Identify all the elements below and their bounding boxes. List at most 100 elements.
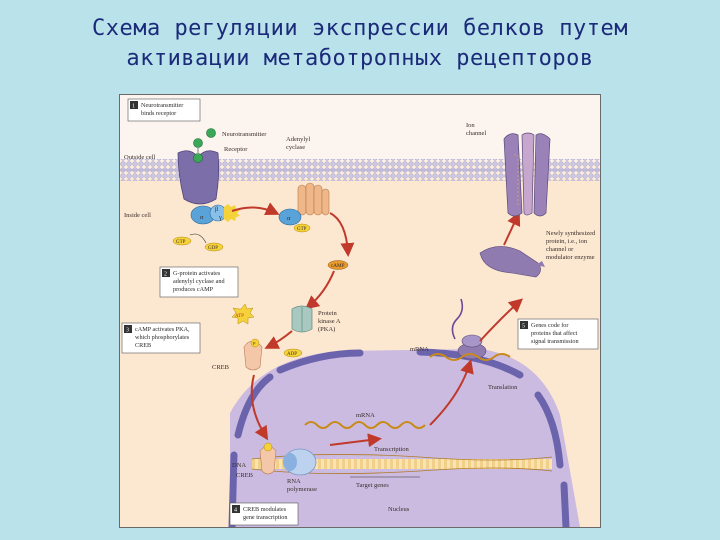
nuclear-mrna bbox=[304, 421, 426, 429]
step-5-number: 5 bbox=[522, 324, 525, 330]
g-protein bbox=[190, 204, 240, 225]
dna-label: DNA bbox=[232, 462, 246, 469]
ion-channel-label-2: channel bbox=[466, 130, 486, 137]
step-5-line-3: signal transmission bbox=[531, 338, 579, 345]
step-box-1: 1 Neurotransmitter binds receptor bbox=[127, 98, 201, 122]
g-alpha-active: α bbox=[278, 208, 302, 226]
nucleus-label: Nucleus bbox=[388, 506, 410, 513]
new-protein-label-4: modulator enzyme bbox=[546, 254, 595, 261]
nuclear-envelope-segment bbox=[560, 481, 570, 527]
adenylyl-cyclase bbox=[297, 182, 330, 216]
step-2-line-1: G-protein activates bbox=[173, 270, 221, 277]
newly-synthesized-protein bbox=[479, 246, 545, 278]
pathway-figure: α β γ GTP GDP α GTP cAMP ATP bbox=[119, 94, 601, 528]
step-3-line-1: cAMP activates PKA, bbox=[135, 326, 190, 333]
step-2-line-2: adenylyl cyclase and bbox=[173, 278, 225, 285]
alpha-subunit-label: α bbox=[200, 214, 204, 221]
adp-badge: ADP bbox=[283, 348, 303, 358]
pka-label-2: kinase A bbox=[318, 318, 341, 325]
camp-to-pka-arrow bbox=[304, 270, 335, 310]
neurotransmitter-bound bbox=[193, 153, 203, 163]
target-genes-label: Target genes bbox=[356, 482, 389, 489]
gtp-badge: GTP bbox=[172, 236, 192, 246]
inside-cell-label: Inside cell bbox=[124, 212, 151, 219]
step-1-number: 1 bbox=[132, 104, 135, 110]
creb-mid-label: CREB bbox=[212, 364, 230, 371]
pka-label-3: (PKA) bbox=[318, 326, 335, 333]
rna-polymerase bbox=[283, 448, 317, 476]
svg-text:ADP: ADP bbox=[287, 352, 297, 357]
adenylyl-label-2: cyclase bbox=[286, 144, 305, 151]
protein-to-membrane-arrow bbox=[503, 211, 521, 246]
creb-bottom-label: CREB bbox=[236, 472, 254, 479]
title-line-2: активации метаботропных рецепторов bbox=[126, 46, 594, 71]
step-4-line-1: CREB modulates bbox=[243, 506, 287, 513]
mrna-nucleus-label: mRNA bbox=[356, 412, 375, 419]
adenylyl-label-1: Adenylyl bbox=[286, 136, 310, 143]
step-5-line-1: Genes code for bbox=[531, 322, 568, 329]
transcription-label: Transcription bbox=[374, 446, 410, 453]
svg-text:GTP: GTP bbox=[176, 240, 186, 245]
step-3-line-3: CREB bbox=[135, 342, 151, 349]
phosphate-icon bbox=[250, 338, 260, 348]
neurotransmitter-label: Neurotransmitter bbox=[222, 131, 267, 138]
step-box-4: 4 CREB modulates gene transcription bbox=[229, 502, 299, 526]
slide-title: Схема регуляции экспрессии белков путем … bbox=[0, 14, 720, 74]
step-box-5: 5 Genes code for proteins that affect si… bbox=[517, 318, 599, 350]
ion-channel-label-1: Ion bbox=[466, 122, 475, 129]
nuclear-envelope-segment bbox=[534, 391, 564, 469]
gamma-subunit-label: γ bbox=[218, 214, 222, 221]
new-protein-label-2: protein, i.e., ion bbox=[546, 238, 588, 245]
svg-text:cAMP: cAMP bbox=[331, 263, 345, 269]
cytoplasmic-mrna bbox=[429, 353, 511, 361]
nascent-peptide bbox=[451, 298, 464, 340]
pka-label-1: Protein bbox=[318, 310, 338, 317]
step-2-line-3: produces cAMP bbox=[173, 286, 214, 293]
pathway-diagram: α β γ GTP GDP α GTP cAMP ATP bbox=[120, 95, 600, 527]
translation-to-protein-arrow bbox=[479, 298, 524, 342]
step-5-line-2: proteins that affect bbox=[531, 330, 578, 337]
transcription-arrow bbox=[329, 433, 382, 448]
creb-on-dna bbox=[259, 442, 277, 475]
galpha-to-cyclase-arrow bbox=[231, 202, 280, 216]
step-3-number: 3 bbox=[126, 328, 129, 334]
svg-text:P: P bbox=[253, 341, 256, 346]
pka-to-creb-arrow bbox=[264, 330, 293, 349]
svg-text:GDP: GDP bbox=[208, 246, 218, 251]
neurotransmitter-molecule bbox=[206, 128, 216, 138]
new-protein-label-1: Newly synthesized bbox=[546, 230, 596, 237]
svg-text:ATP: ATP bbox=[235, 314, 244, 319]
step-1-line-1: Neurotransmitter bbox=[141, 102, 183, 109]
step-4-line-2: gene transcription bbox=[243, 514, 288, 521]
gtp-exchange-arrow bbox=[189, 233, 207, 244]
rna-polymerase-label-1: RNA bbox=[287, 478, 301, 485]
creb-to-nucleus-arrow bbox=[250, 374, 269, 441]
camp-badge: cAMP bbox=[327, 260, 349, 270]
step-2-number: 2 bbox=[164, 272, 167, 278]
outside-cell-label: Outside cell bbox=[124, 154, 155, 161]
title-line-1: Схема регуляции экспрессии белков путем bbox=[91, 16, 629, 41]
nuclear-envelope-segment bbox=[276, 349, 364, 374]
nucleus bbox=[228, 348, 580, 527]
beta-subunit-label: β bbox=[215, 206, 219, 213]
ion-channel bbox=[503, 132, 551, 217]
rna-polymerase-label-2: polymerase bbox=[287, 486, 317, 493]
nuclear-envelope-segment bbox=[234, 373, 274, 439]
phosphate-icon bbox=[263, 442, 273, 452]
translation-label: Translation bbox=[488, 384, 518, 391]
metabotropic-receptor bbox=[177, 150, 220, 205]
creb-protein: P bbox=[243, 338, 263, 371]
mrna-export-arrow bbox=[429, 359, 474, 426]
svg-text:GTP: GTP bbox=[297, 227, 307, 232]
step-box-2: 2 G-protein activates adenylyl cyclase a… bbox=[159, 266, 239, 298]
protein-kinase-a bbox=[291, 305, 313, 333]
gdp-badge: GDP bbox=[204, 242, 224, 252]
new-protein-label-3: channel or bbox=[546, 246, 574, 253]
mrna-cytoplasm-label: mRNA bbox=[410, 346, 429, 353]
svg-text:α: α bbox=[287, 215, 291, 222]
atp-star-icon: ATP bbox=[231, 303, 255, 325]
neurotransmitter-molecule bbox=[193, 138, 203, 148]
step-4-number: 4 bbox=[234, 508, 237, 514]
step-3-line-2: which phosphorylates bbox=[135, 334, 190, 341]
cyclase-to-camp-arrow bbox=[329, 212, 355, 257]
